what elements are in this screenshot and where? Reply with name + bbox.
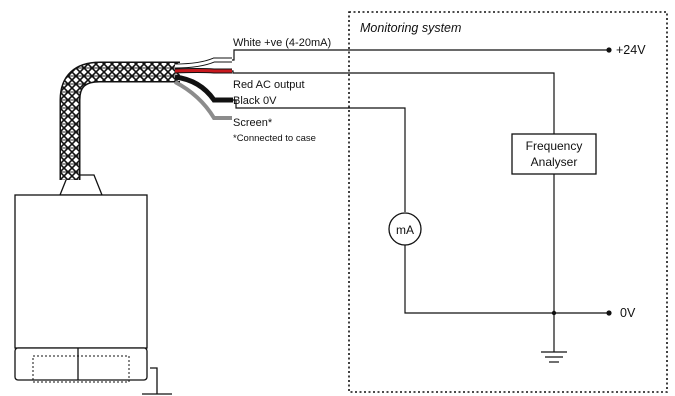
- wire-white: [174, 49, 609, 69]
- ground-symbol-icon: [541, 313, 567, 363]
- terminal-24v: [606, 47, 612, 53]
- frequency-analyser-line2: Analyser: [531, 155, 578, 169]
- wire-label-black: Black 0V: [233, 95, 277, 107]
- screen-footnote: *Connected to case: [233, 133, 316, 144]
- monitoring-system-title: Monitoring system: [360, 21, 461, 35]
- wire-screen: [174, 80, 232, 120]
- wire-label-white: White +ve (4-20mA): [233, 37, 331, 49]
- wire-red: [174, 68, 555, 134]
- wire-black: [174, 74, 406, 212]
- sensor-inner-element: [32, 355, 130, 383]
- terminal-0v: [606, 310, 612, 316]
- wire-label-red: Red AC output: [233, 79, 305, 91]
- rail-label-0v: 0V: [620, 306, 636, 320]
- sensor-base-hex: [14, 347, 148, 381]
- monitoring-system-box: [348, 11, 668, 393]
- braided-cable: [59, 61, 180, 180]
- case-ground-lead: [150, 367, 158, 394]
- rail-label-24v: +24V: [616, 43, 646, 57]
- sensor: [14, 174, 172, 395]
- wire-label-screen: Screen*: [233, 117, 273, 129]
- frequency-analyser-line1: Frequency: [526, 139, 583, 153]
- ammeter-label: mA: [396, 223, 414, 237]
- sensor-body: [14, 194, 148, 349]
